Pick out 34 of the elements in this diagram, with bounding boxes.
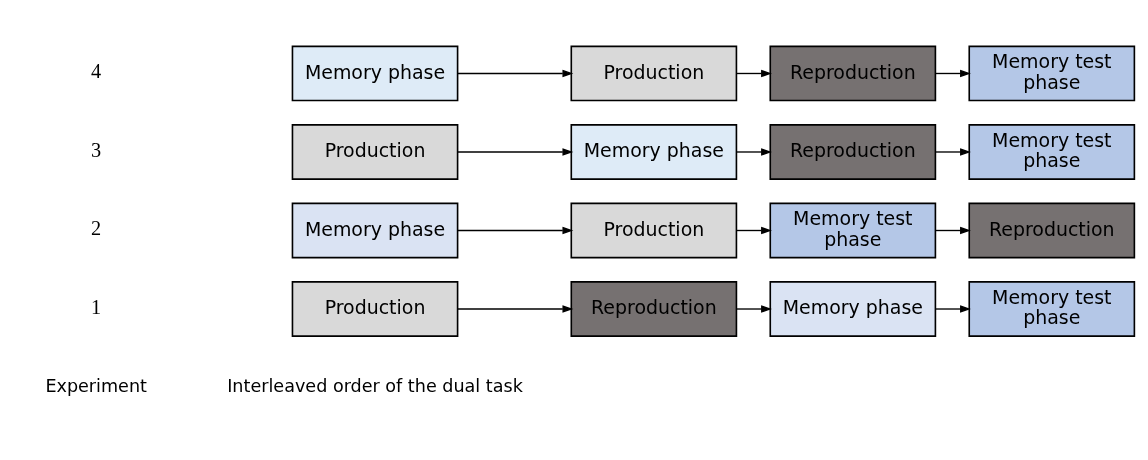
label: Interleaved order of the dual task (227, 375, 523, 396)
arrow (457, 147, 574, 156)
node-box: Memory phase (769, 280, 937, 337)
label: Experiment (45, 375, 147, 396)
node-box: Memory test phase (968, 45, 1136, 101)
node-box: Reproduction (968, 202, 1136, 258)
node-box: Reproduction (570, 280, 738, 337)
arrow (457, 69, 574, 77)
arrow (736, 304, 772, 313)
label: 4 (91, 59, 102, 82)
arrow (736, 147, 772, 156)
arrow (935, 304, 971, 313)
arrow (935, 69, 971, 77)
node-box: Production (291, 280, 459, 337)
arrow (736, 69, 772, 77)
arrow (457, 304, 574, 313)
node-box: Production (291, 123, 459, 180)
arrow (736, 226, 772, 234)
node-box: Production (570, 202, 738, 258)
node-box: Memory test phase (769, 202, 937, 258)
node-box: Reproduction (769, 123, 937, 180)
node-box: Reproduction (769, 45, 937, 101)
node-box: Memory phase (291, 202, 459, 258)
node-box: Memory phase (291, 45, 459, 101)
arrow (935, 226, 971, 234)
node-box: Memory test phase (968, 123, 1136, 180)
label: 2 (91, 216, 102, 239)
node-box: Memory test phase (968, 280, 1136, 337)
node-box: Production (570, 45, 738, 101)
node-box: Memory phase (570, 123, 738, 180)
arrow (457, 226, 574, 234)
label: 1 (91, 295, 102, 318)
arrow (935, 147, 971, 156)
label: 3 (91, 138, 102, 161)
